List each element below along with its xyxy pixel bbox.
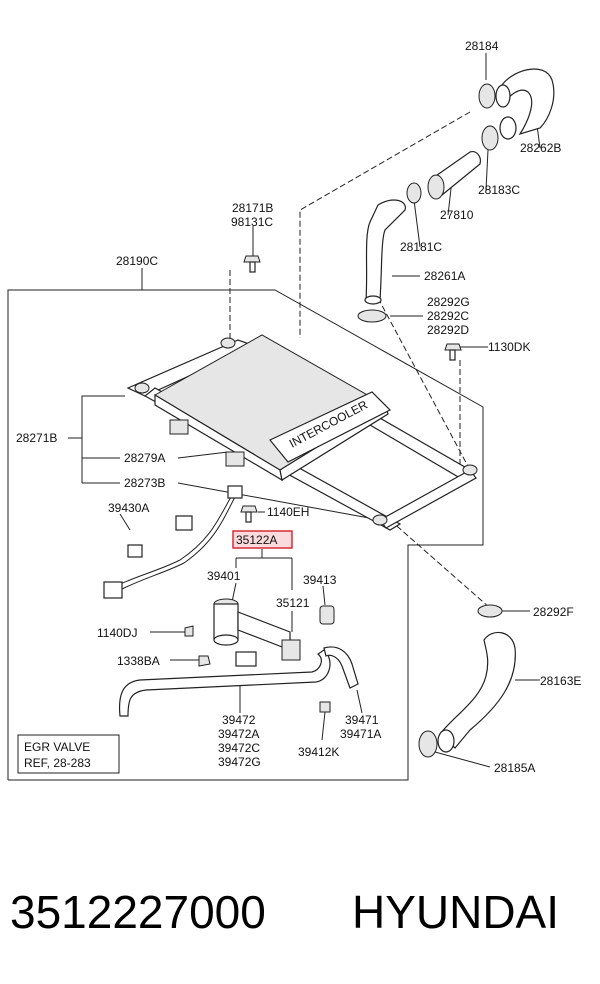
callout-39412k: 39412K (298, 745, 339, 759)
callout-28190c: 28190C (116, 254, 158, 268)
egr-note-line2: REF, 28-283 (24, 756, 91, 770)
callout-35121: 35121 (276, 596, 310, 610)
vacuum-hoses (118, 646, 359, 717)
callout-39471: 39471 (345, 713, 379, 727)
intercooler-assembly: INTERCOOLER (126, 334, 478, 531)
callout-39472: 39472 (222, 713, 256, 727)
callout-28262b: 28262B (520, 141, 561, 155)
callout-1338ba: 1338BA (117, 654, 160, 668)
bolt-28171b (243, 255, 261, 273)
callout-39413: 39413 (303, 573, 337, 587)
callout-labels: 28184 28262B 28183C 27810 28181C 28171B … (16, 39, 581, 775)
callout-28261a: 28261A (424, 269, 465, 283)
wiring-harness-39430a (103, 485, 243, 599)
callout-1140dj: 1140DJ (97, 626, 137, 640)
callout-39472g: 39472G (218, 755, 261, 769)
callout-1130dk: 1130DK (488, 340, 530, 354)
callout-35122a: 35122A (236, 533, 277, 547)
lower-intercooler-hose (418, 604, 516, 758)
callout-28292c: 28292C (427, 309, 469, 323)
callout-39471a: 39471A (340, 727, 381, 741)
callout-28273b: 28273B (124, 476, 165, 490)
egr-note-line1: EGR VALVE (24, 740, 90, 754)
callout-28163e: 28163E (540, 674, 581, 688)
callout-39430a: 39430A (108, 501, 149, 515)
callout-28183c: 28183C (478, 183, 520, 197)
callout-39401: 39401 (207, 569, 241, 583)
callout-39472a: 39472A (218, 727, 259, 741)
highlight-box-35122a (232, 530, 293, 549)
callout-28292f: 28292F (533, 605, 574, 619)
callout-1140eh: 1140EH (267, 505, 309, 519)
callout-28184: 28184 (465, 39, 499, 53)
solenoid-valve-assembly (184, 598, 335, 667)
part-number: 3512227000 (10, 886, 266, 938)
callout-28185a: 28185A (494, 761, 535, 775)
upper-intercooler-hose-assembly (357, 68, 555, 323)
callout-28279a: 28279A (124, 451, 165, 465)
frame-lines (7, 53, 541, 781)
egr-note-box (17, 734, 120, 774)
callout-27810: 27810 (440, 208, 474, 222)
callout-28171b: 28171B (232, 201, 273, 215)
callout-39472c: 39472C (218, 741, 260, 755)
callout-28181c: 28181C (400, 240, 442, 254)
brand-name: HYUNDAI (352, 886, 559, 938)
bolt-1130dk (444, 343, 462, 361)
callout-98131c: 98131C (231, 215, 273, 229)
callout-28292g: 28292G (427, 295, 470, 309)
callout-28271b: 28271B (16, 431, 57, 445)
bolt-1140eh (240, 505, 258, 523)
callout-28292d: 28292D (427, 323, 469, 337)
